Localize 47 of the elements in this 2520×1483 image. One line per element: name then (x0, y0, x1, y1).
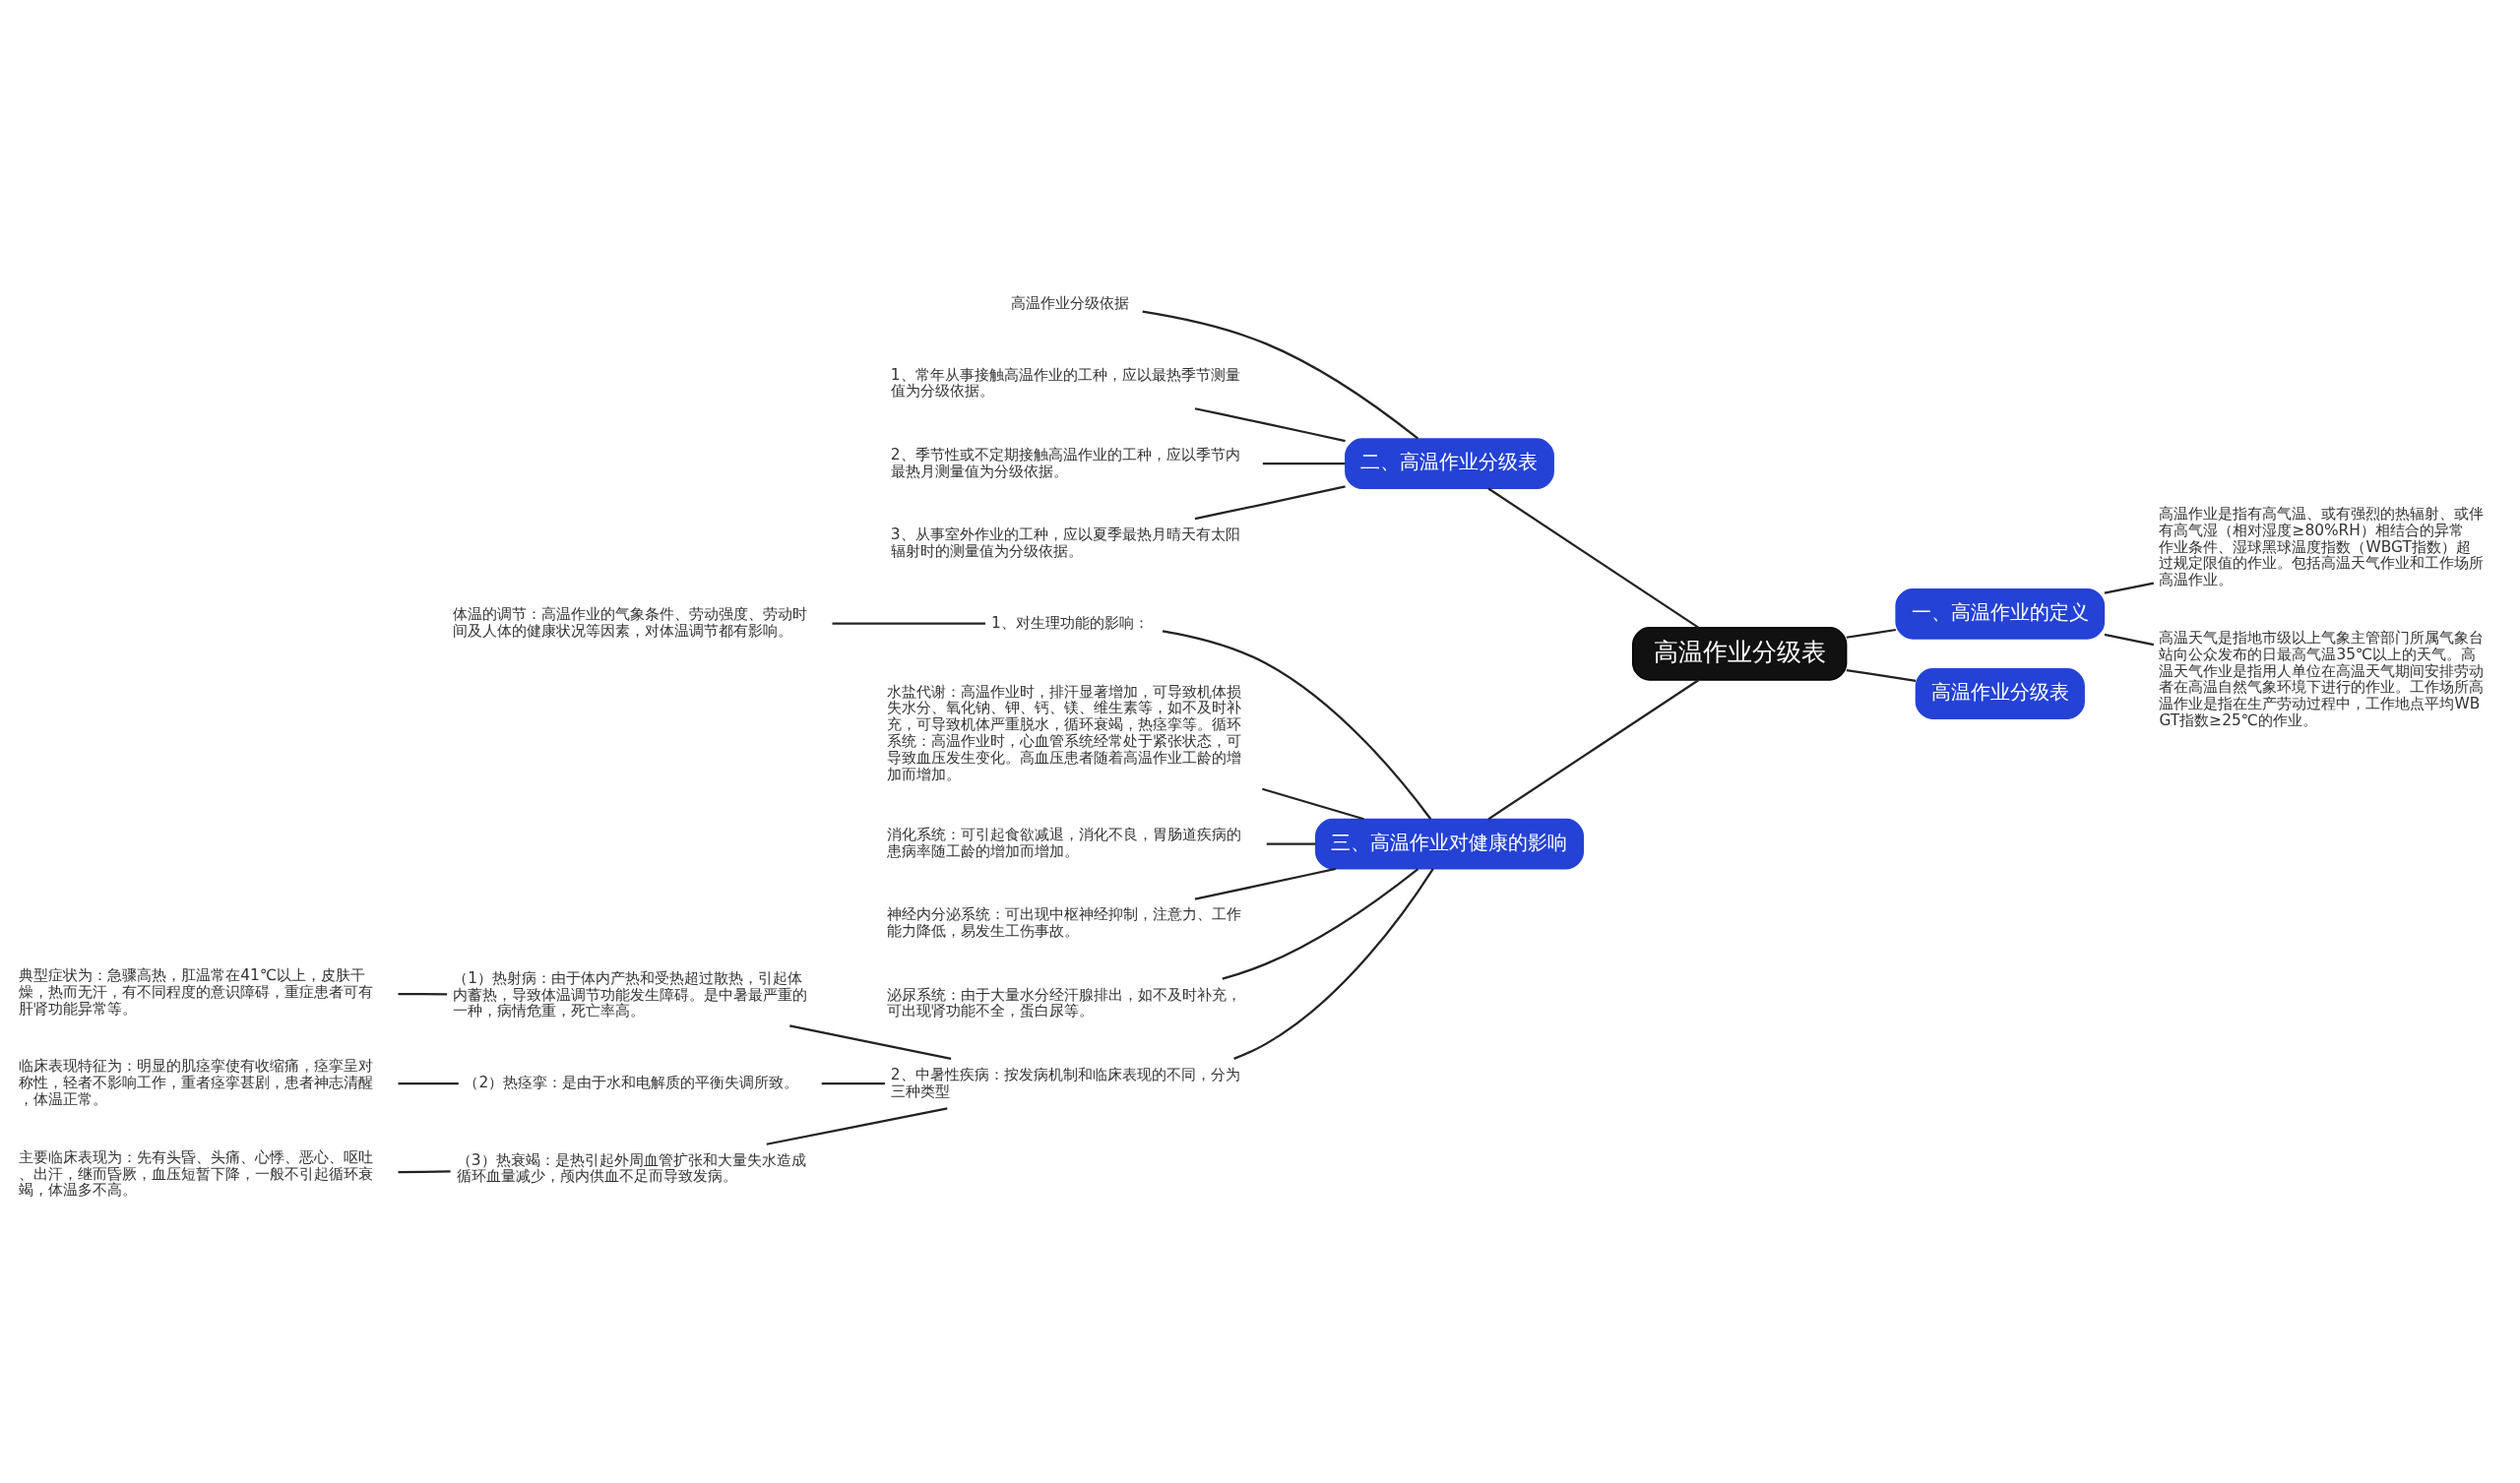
connector (766, 1106, 948, 1145)
node-text: （2）热痉挛：是由于水和电解质的平衡失调所致。 (464, 1073, 799, 1091)
node-text: 主要临床表现为：先有头昏、头痛、心悸、恶心、呕吐、出汗，继而昏厥，血压短暂下降，一般不引起循环衰竭，体温多不高。 (19, 1147, 374, 1199)
node-box: 高温作业分级表 (1632, 626, 1848, 681)
node-text: 1、常年从事接触高温作业的工种，应以最热季节测量值为分级依据。 (890, 365, 1240, 400)
connector (1142, 310, 1419, 440)
node-box: 一、高温作业的定义 (1895, 587, 2106, 640)
connector (2104, 633, 2155, 646)
node-text: 典型症状为：急骤高热，肛温常在41℃以上，皮肤干燥，热而无汗，有不同程度的意识障碍，重症患者可有肝肾功能异常等。 (19, 965, 374, 1018)
node-text: 高温天气是指地市级以上气象主管部门所属气象台站向公众发布的日最高气温35℃以上的天气。高温天气作业是指用人单位在高温天气期间安排劳动者在高温自然气象环境下进行的作业。工作场所高温作业是指在生产劳动过程中，工作地点平均WBGT指数≥25℃的作业。 (2159, 628, 2485, 729)
node-text: 高温作业分级依据 (1011, 293, 1130, 312)
connector (398, 992, 448, 995)
connector (821, 1081, 885, 1084)
node-text: 2、季节性或不定期接触高温作业的工种，应以季节内最热月测量值为分级依据。 (890, 445, 1240, 480)
node-text: 泌尿系统：由于大量水分经汗腺排出，如不及时补充，可出现肾功能不全，蛋白尿等。 (887, 985, 1242, 1020)
connector (1846, 668, 1917, 682)
connector (1233, 867, 1434, 1060)
connector (1487, 487, 1699, 629)
connector (2104, 581, 2155, 594)
connector (398, 1081, 459, 1084)
connector (1162, 629, 1432, 820)
node-text: 1、对生理功能的影响： (991, 613, 1149, 632)
node-text: 2、中暑性疾病：按发病机制和临床表现的不同，分为三种类型 (890, 1065, 1240, 1100)
node-text: 体温的调节：高温作业的气象条件、劳动强度、劳动时间及人体的健康状况等因素，对体温调节都有影响。 (453, 604, 808, 640)
connector (398, 1169, 451, 1173)
node-text: 高温作业是指有高气温、或有强烈的热辐射、或伴有高气湿（相对湿度≥80%RH）相结合的异常作业条件、湿球黑球温度指数（WBGT指数）超过规定限值的作业。包括高温天气作业和工作场所高温作业。 (2159, 504, 2485, 588)
connector (1262, 787, 1364, 820)
node-text: （3）热衰竭：是热引起外周血管扩张和大量失水造成循环血量减少，颅内供血不足而导致发病。 (456, 1150, 806, 1185)
node-text: 临床表现特征为：明显的肌痉挛使有收缩痛，痉挛呈对称性，轻者不影响工作，重者痉挛甚剧，患者神志清醒，体温正常。 (19, 1056, 374, 1108)
node-text: 神经内分泌系统：可出现中枢神经抑制，注意力、工作能力降低，易发生工伤事故。 (887, 904, 1242, 940)
connector (1846, 628, 1897, 639)
connector (832, 622, 985, 625)
connector (1222, 867, 1419, 980)
connector (1266, 842, 1316, 845)
node-box: 三、高温作业对健康的影响 (1315, 818, 1584, 869)
node-text: （1）热射病：由于体内产热和受热超过散热，引起体内蓄热，导致体温调节功能发生障碍。是中暑最严重的一种，病情危重，死亡率高。 (453, 968, 808, 1020)
node-box: 二、高温作业分级表 (1345, 437, 1554, 489)
connector (1194, 867, 1337, 900)
node-text: 水盐代谢：高温作业时，排汗显著增加，可导致机体损失水分、氧化钠、钾、钙、镁、维生素等，如不及时补充，可导致机体严重脱水，循环衰竭，热痉挛等。循环系统：高温作业时，心血管系统经常处于紧张状态，可导致血压发生变化。高血压患者随着高温作业工龄的增加而增加。 (887, 682, 1242, 783)
connector (789, 1023, 952, 1060)
node-text: 3、从事室外作业的工种，应以夏季最热月晴天有太阳辐射时的测量值为分级依据。 (890, 525, 1240, 560)
connector (1194, 406, 1346, 442)
node-box: 高温作业分级表 (1915, 667, 2085, 719)
node-text: 消化系统：可引起食欲减退，消化不良，胃肠道疾病的患病率随工龄的增加而增加。 (887, 825, 1242, 860)
connector (1487, 678, 1699, 820)
connector (1194, 484, 1346, 520)
connector (1262, 462, 1346, 464)
